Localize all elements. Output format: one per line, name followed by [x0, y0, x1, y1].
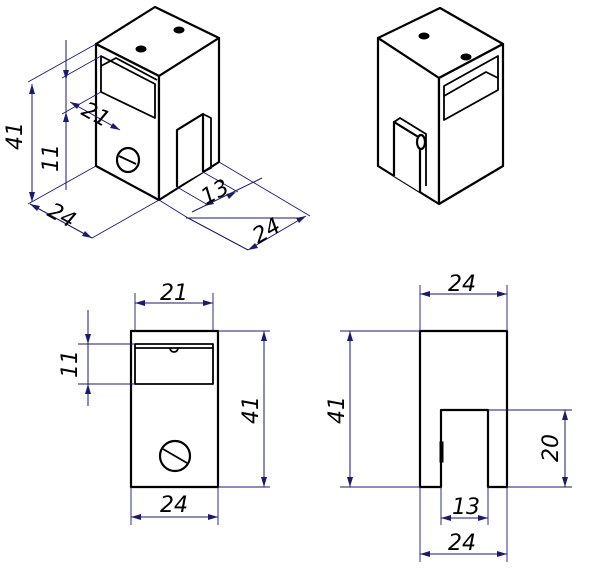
side-body: [418, 329, 509, 489]
side-dim-13-label: 13: [452, 495, 480, 520]
isometric-view-front: [94, 5, 221, 202]
front-view: [129, 329, 220, 489]
front-view-dimensions: 21 11 41 24: [58, 281, 270, 525]
iso1-dim-24-width-label: 24: [249, 214, 286, 250]
front-dim-21-label: 21: [160, 281, 188, 306]
iso1-notch: [175, 112, 205, 187]
iso1-dim-24-width-line: [187, 217, 249, 251]
side-dim-20-label: 20: [539, 434, 564, 462]
iso2-screw-end-icon: [415, 133, 427, 151]
iso1-top-hole-2: [173, 26, 185, 34]
iso1-dim-13-label: 13: [197, 175, 233, 210]
iso1-screw-slot: [118, 155, 137, 165]
iso2-notch: [392, 120, 422, 192]
side-view-dimensions: 24 41 20 13 24: [325, 272, 572, 562]
iso2-right-face: [437, 42, 505, 206]
front-dim-41-label: 41: [239, 396, 264, 424]
iso2-top-hole-1: [418, 32, 430, 40]
side-dim-41-label: 41: [325, 396, 350, 424]
iso1-slot-inner-edge: [100, 57, 158, 81]
iso1-dim-11-label: 11: [39, 144, 64, 172]
iso2-slot-inner-edge: [443, 71, 499, 97]
iso2-top-hole-2: [460, 53, 472, 61]
iso1-slot-window: [100, 55, 156, 119]
iso1-dim-41-label: 41: [3, 122, 28, 150]
iso1-notch-depth: [202, 113, 212, 173]
front-dim-11-label: 11: [58, 350, 83, 378]
front-dim-24-label: 24: [160, 493, 188, 518]
iso2-slot-window: [443, 55, 499, 121]
front-slot: [134, 343, 214, 385]
side-view: [418, 329, 509, 489]
front-screw-slot: [162, 448, 188, 464]
side-dim-24-bottom-label: 24: [448, 531, 476, 556]
iso2-notch-depth: [393, 117, 427, 186]
side-dim-24-top-label: 24: [448, 272, 476, 297]
isometric-view-back: [376, 6, 505, 206]
iso1-top-hole-1: [135, 45, 147, 53]
